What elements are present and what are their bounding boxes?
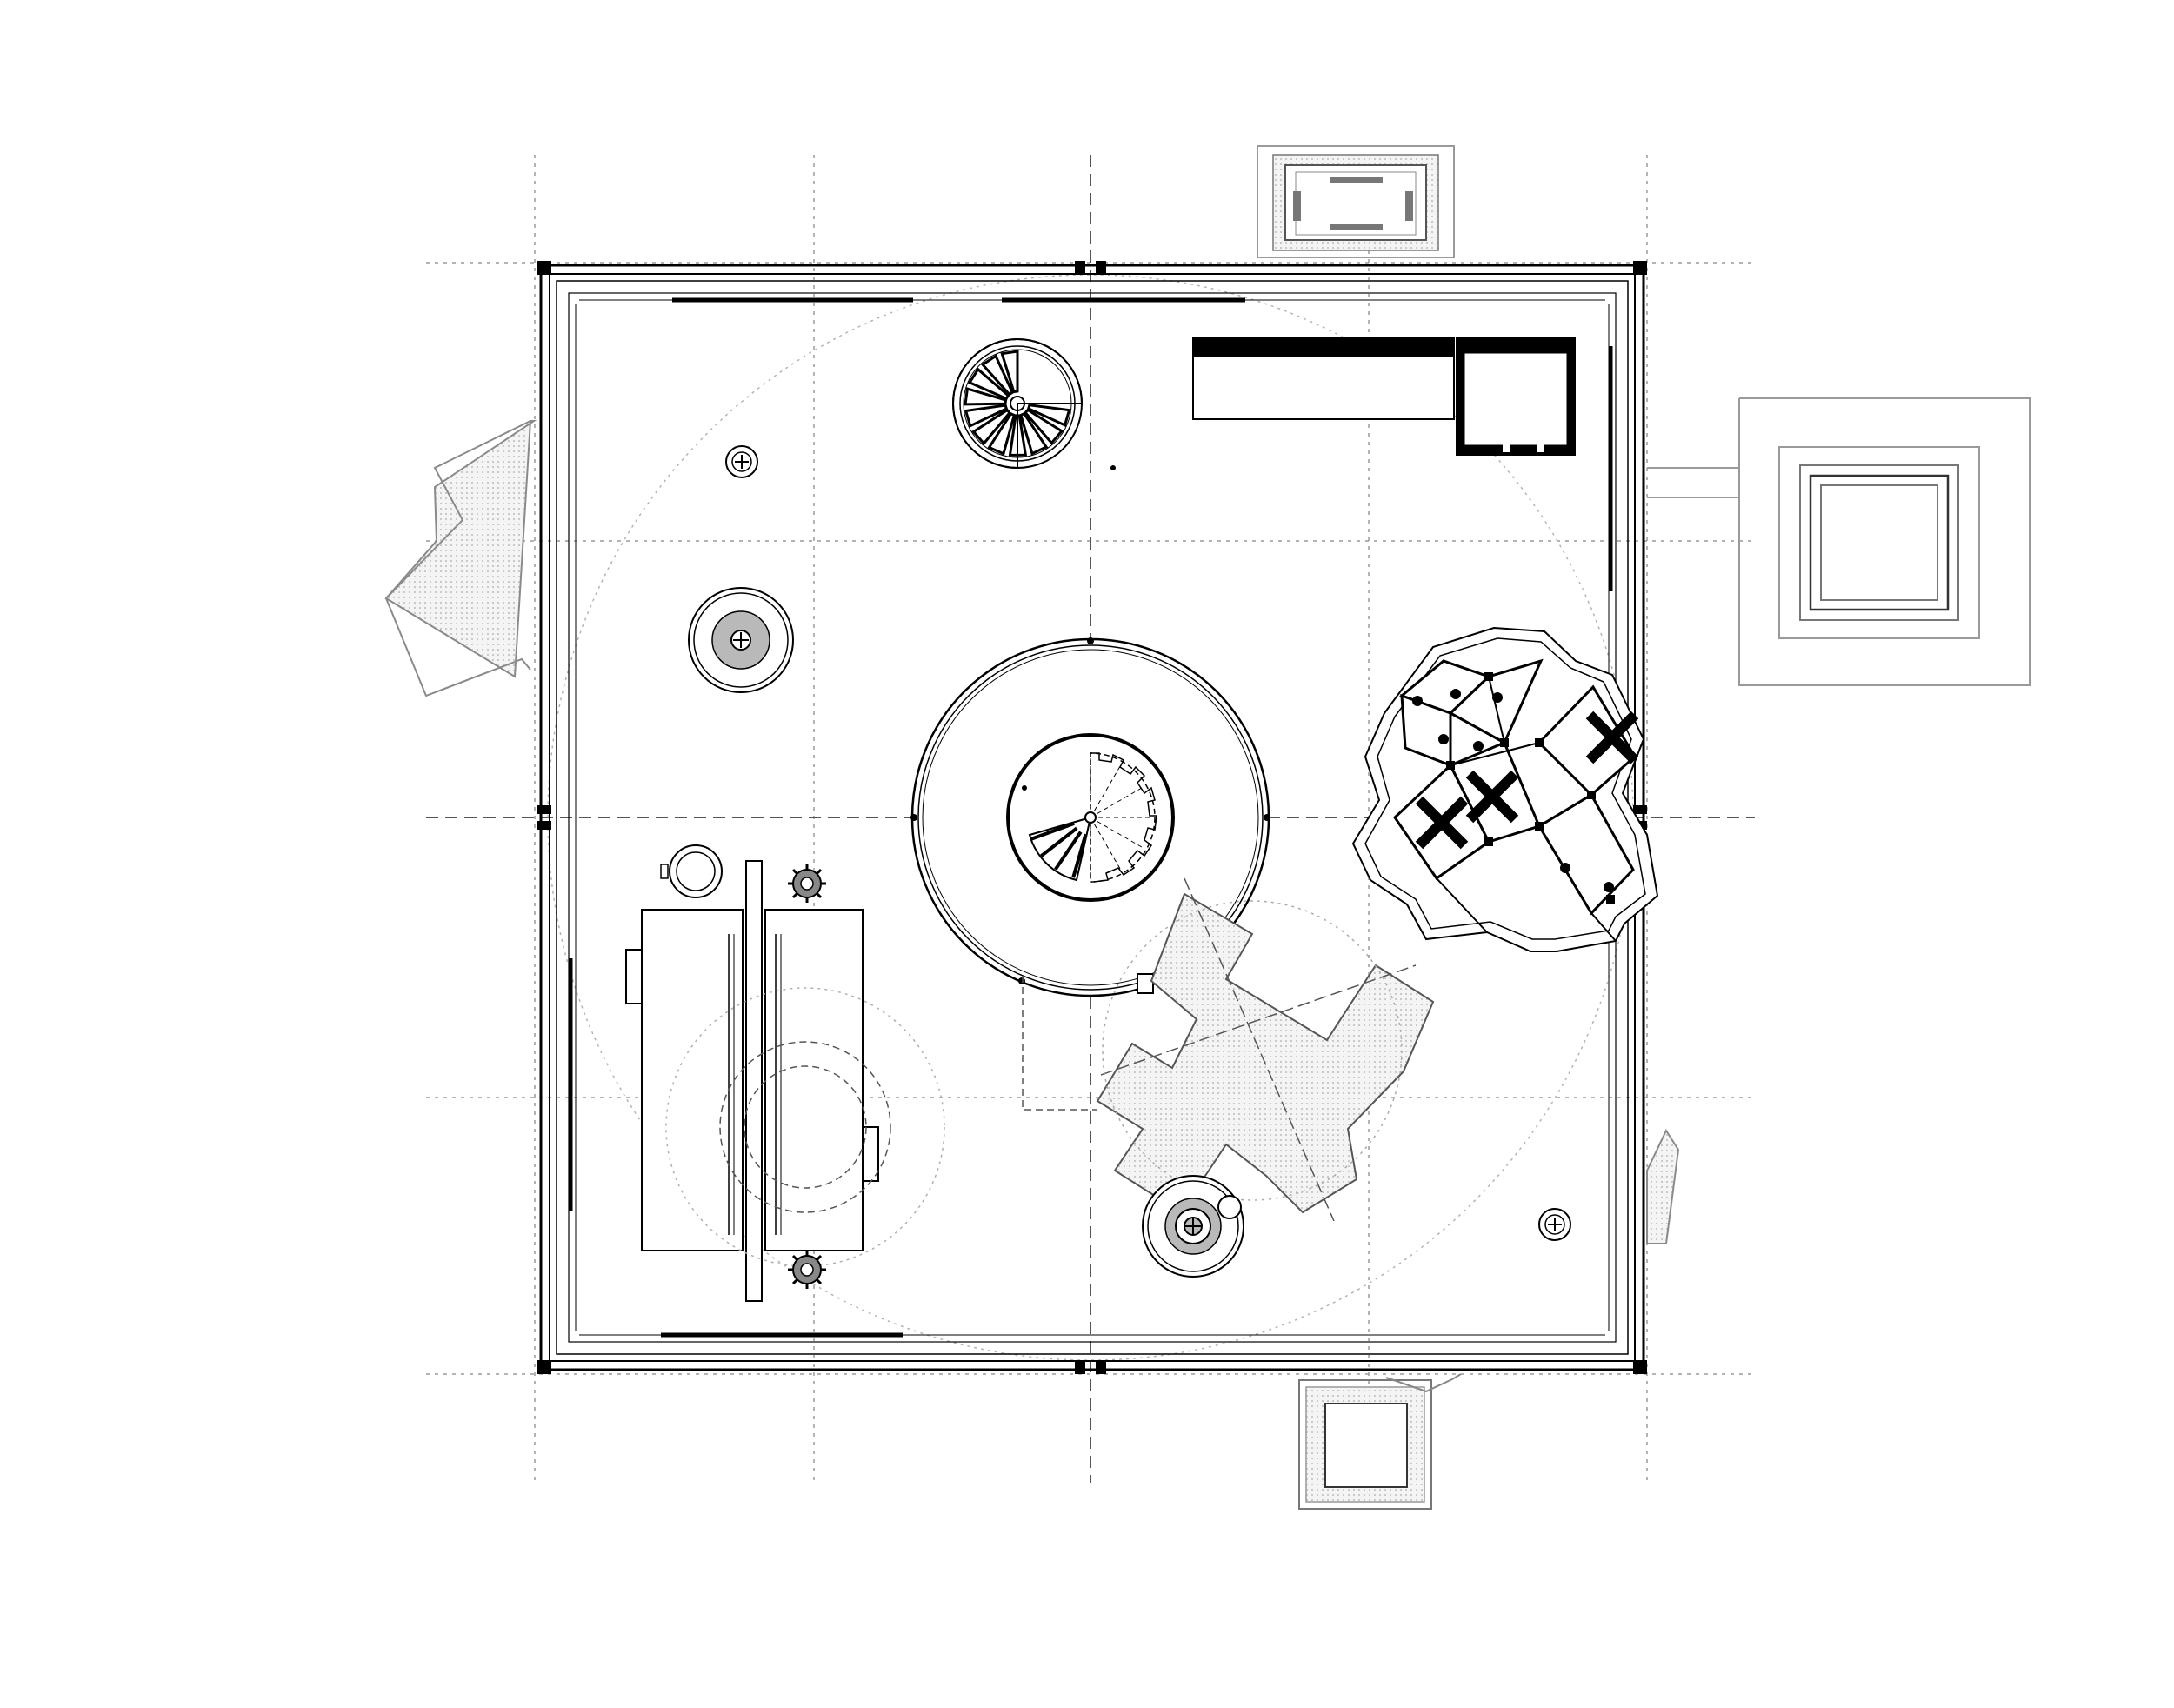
left-wing — [384, 420, 537, 678]
kitchen-counter — [1192, 337, 1576, 456]
pod-frame — [1450, 742, 1540, 766]
bed-area — [625, 844, 945, 1302]
top-module — [1257, 145, 1455, 258]
pod-hinge — [1535, 822, 1544, 831]
pod-hinge — [1484, 837, 1493, 846]
stair-tread — [967, 367, 1010, 401]
pod-hinge — [1484, 672, 1493, 681]
pod-dot — [1438, 734, 1449, 744]
stair-tread — [964, 404, 1009, 428]
axis-lines — [426, 155, 1755, 1483]
stair-guide — [1090, 817, 1145, 850]
pod-frame — [1436, 877, 1488, 933]
left-wing-outline — [384, 420, 531, 697]
pod-frame — [1504, 742, 1540, 827]
x-mark — [1415, 796, 1469, 850]
stair-tread — [1071, 833, 1088, 878]
floor-drain-bottom-right — [1538, 1208, 1571, 1241]
pod-dot — [1604, 882, 1614, 892]
spiral-stair-top — [951, 338, 1084, 470]
pod-hinge — [1500, 738, 1509, 747]
gear-fixture-bottom — [788, 1251, 826, 1289]
pod-hinge — [1535, 738, 1544, 747]
pod-dot — [1450, 689, 1461, 699]
stair-guide — [1090, 785, 1145, 818]
pod-frame — [1488, 676, 1505, 744]
dashed-sector — [1022, 976, 1097, 1111]
right-small-wing — [1646, 1128, 1680, 1244]
pod-hinge — [1606, 895, 1615, 904]
stair-tread — [971, 408, 1011, 446]
stair-tread — [964, 387, 1008, 406]
stair-tread — [1000, 350, 1019, 394]
cross-platform — [1096, 877, 1435, 1222]
stair-tread — [1054, 831, 1083, 871]
pod-dot — [1473, 741, 1484, 751]
pod-dot — [1560, 863, 1570, 873]
cylinder-upper-left — [688, 587, 794, 693]
pod-cluster-inner-outline — [1364, 637, 1646, 940]
x-mark — [1585, 711, 1639, 764]
central-cylinder — [910, 637, 1270, 997]
stair-tread — [1040, 826, 1078, 857]
marker-dot — [1110, 465, 1116, 470]
stair-tread — [1024, 408, 1064, 445]
gear-fixture-top — [788, 864, 826, 903]
bottom-module — [1298, 1373, 1462, 1510]
bed-left — [641, 909, 744, 1251]
pod-hinge — [1446, 761, 1455, 770]
pod-frame — [1590, 912, 1617, 942]
pod-hinge — [1587, 791, 1596, 799]
stair-tread — [980, 354, 1015, 397]
stair-guide — [1090, 817, 1123, 872]
pod-cluster — [1351, 626, 1659, 952]
cylinder-bottom — [1142, 1175, 1244, 1278]
stair-tread — [1026, 404, 1071, 428]
pod-frame — [1450, 712, 1505, 744]
x-mark — [1465, 770, 1519, 824]
stair-tread — [987, 411, 1017, 456]
wall-joints — [537, 261, 1647, 1374]
pod-dot — [1412, 696, 1423, 706]
stair-tread — [1030, 821, 1075, 841]
floor-drain-top-left — [725, 445, 758, 478]
stair-guide — [1090, 763, 1123, 818]
pod-frame — [1488, 825, 1540, 843]
right-module — [1647, 397, 2031, 686]
bed-right — [764, 909, 864, 1251]
stair-tread — [1019, 411, 1049, 456]
